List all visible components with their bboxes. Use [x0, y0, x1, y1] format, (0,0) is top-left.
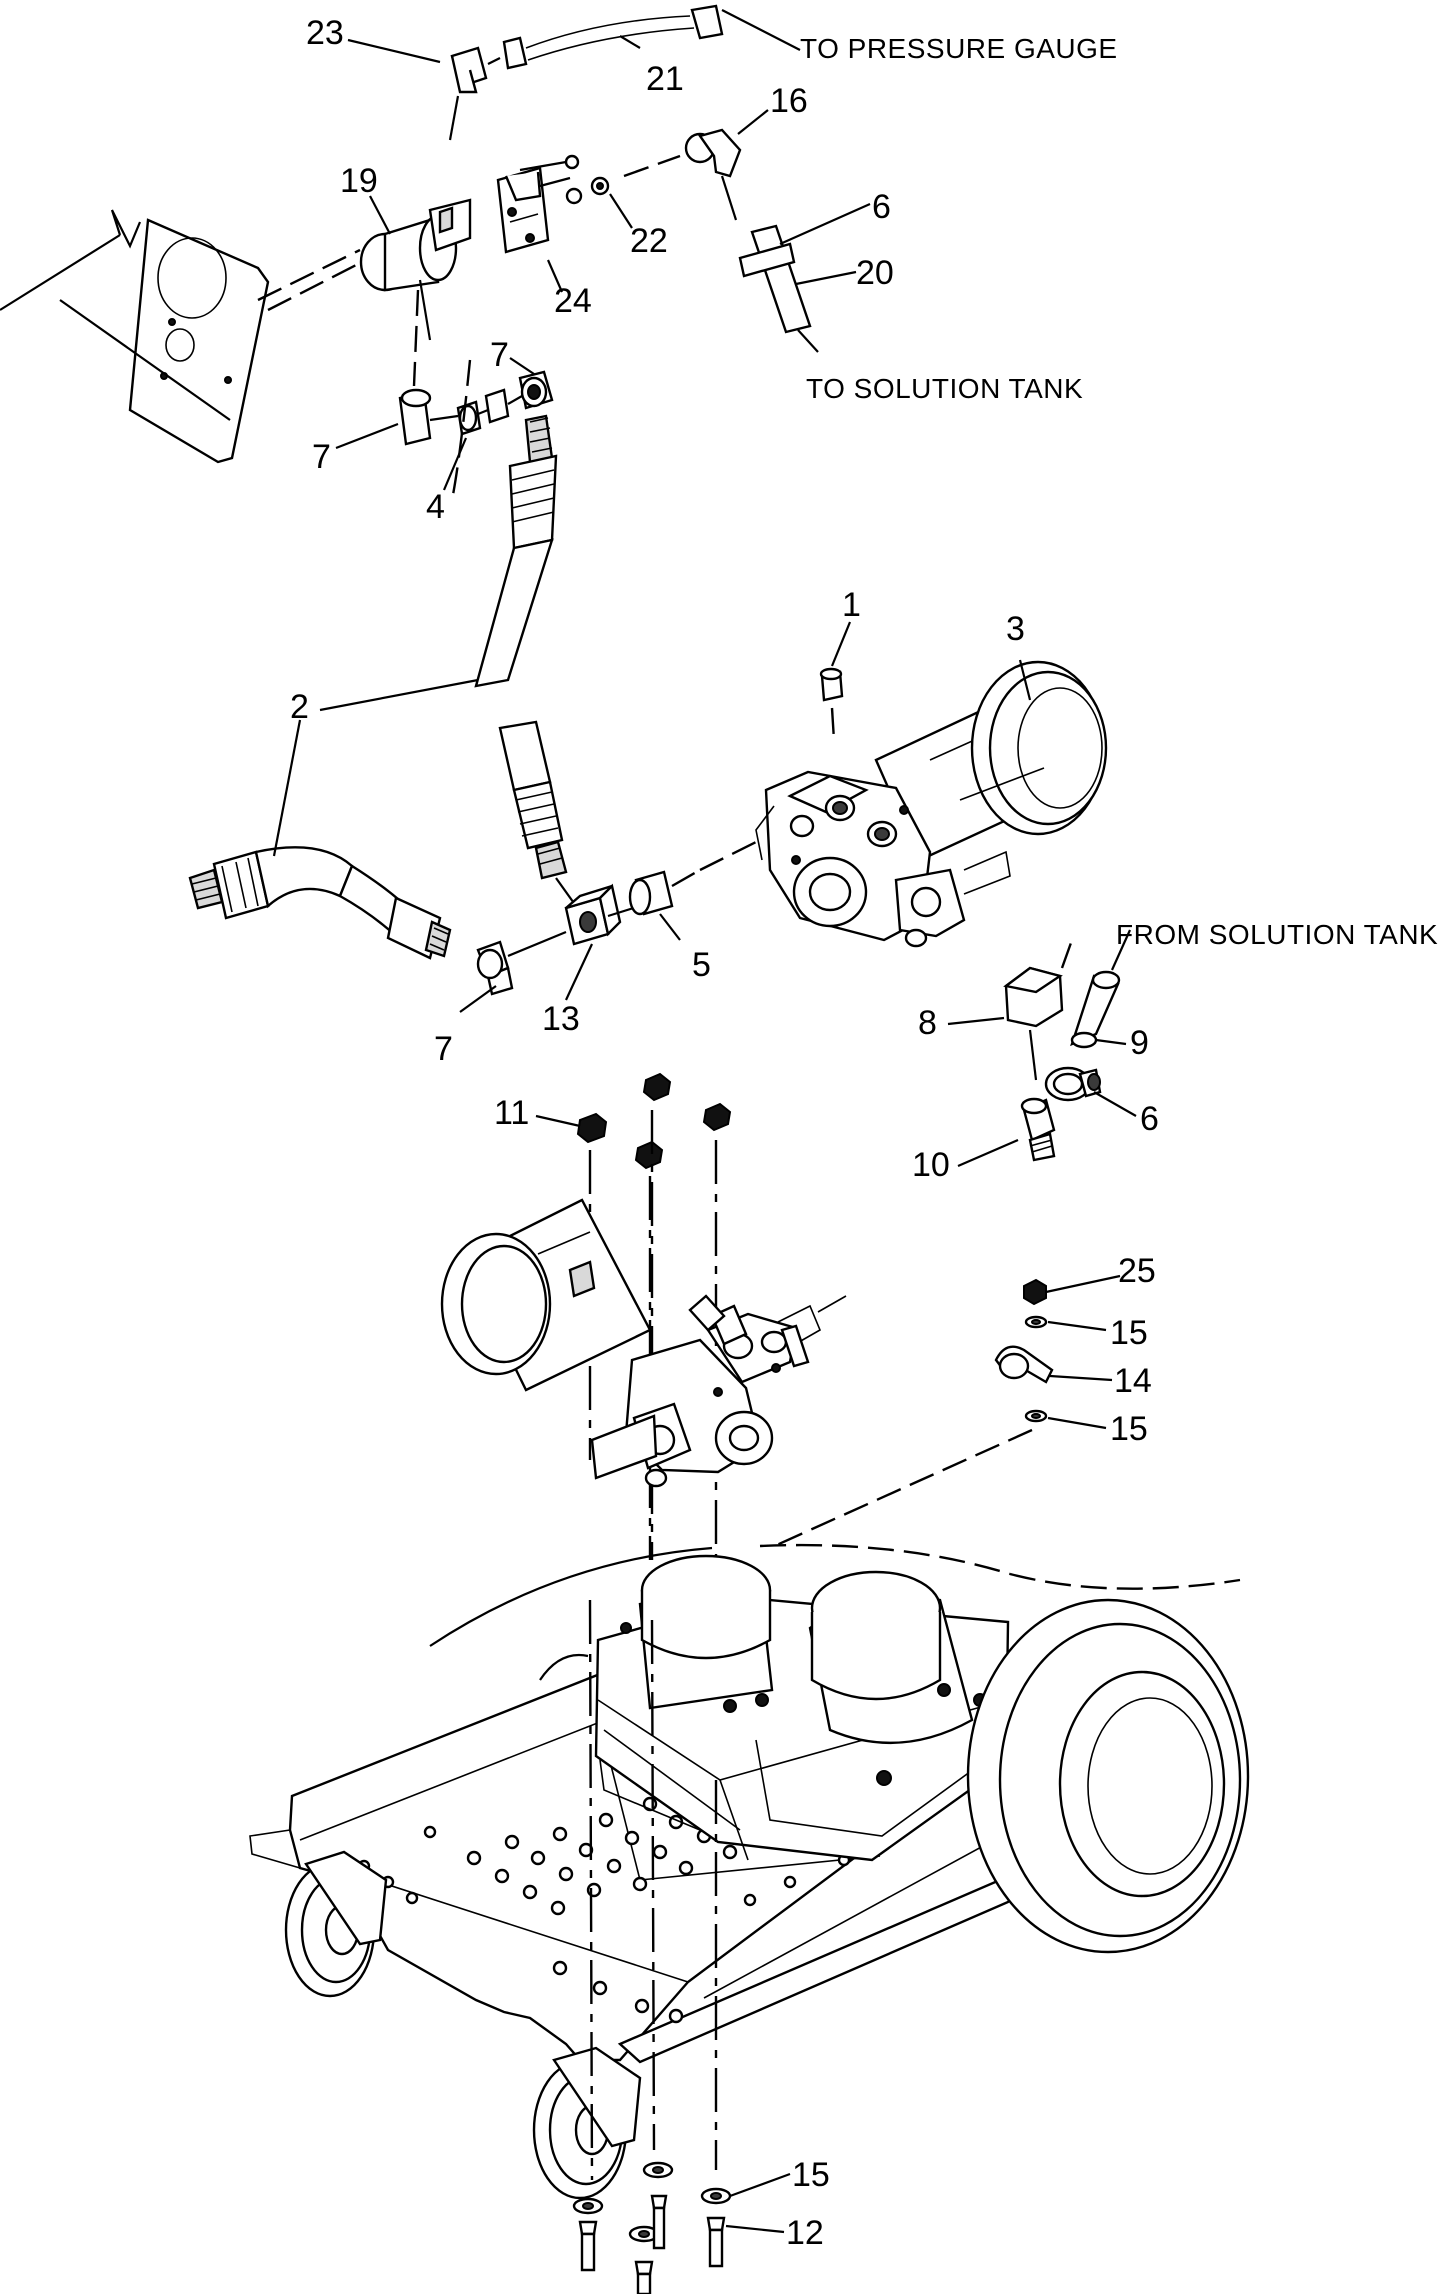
- caster-front-right: [532, 2046, 642, 2200]
- caster-front-left: [284, 1850, 388, 1998]
- callout-23: 23: [306, 14, 344, 52]
- callout-8: 8: [918, 1004, 937, 1042]
- callout-10: 10: [912, 1146, 950, 1184]
- callout-11: 11: [494, 1094, 529, 1132]
- bracket-24: [496, 166, 550, 254]
- callout-9: 9: [1130, 1024, 1149, 1062]
- callout-12: 12: [786, 2214, 824, 2252]
- callout-numbers: 23 21 16 19 6 22 20 24 7 7 4 1 3 2 5 13 …: [290, 14, 1159, 2252]
- note-to-solution-tank: TO SOLUTION TANK: [806, 373, 1083, 404]
- callout-5: 5: [692, 946, 711, 984]
- fittings-group-7-4: [398, 289, 554, 446]
- callout-21: 21: [646, 60, 684, 98]
- callout-19: 19: [340, 162, 378, 200]
- callout-14: 14: [1114, 1362, 1152, 1400]
- adapter-5: [628, 868, 701, 916]
- callout-7-lower: 7: [434, 1030, 453, 1068]
- bottom-bolts-washers: [572, 2161, 732, 2294]
- elbow-fitting-23: [448, 46, 488, 141]
- callout-6-top: 6: [872, 188, 891, 226]
- callout-15-upper: 15: [1110, 1314, 1148, 1352]
- hose-2-lower-vertical: [498, 720, 577, 907]
- clamp-6-middle: [1044, 1066, 1102, 1102]
- elbow-fitting-16: [684, 128, 742, 221]
- vacuum-motors: [539, 1554, 1010, 1862]
- pump-assembly-upper: [755, 660, 1108, 948]
- callout-6-middle: 6: [1140, 1100, 1159, 1138]
- callout-2: 2: [290, 688, 309, 726]
- callout-24: 24: [554, 282, 592, 320]
- callout-4: 4: [426, 488, 445, 526]
- fitting-8: [1003, 939, 1074, 1081]
- hose-21: [487, 4, 724, 70]
- tee-fitting-13: [564, 883, 641, 946]
- callout-13: 13: [542, 1000, 580, 1038]
- hardware-stack-right: [769, 1278, 1054, 1550]
- mounting-plate: [0, 209, 371, 464]
- dashed-leader-lines: [450, 359, 761, 2181]
- elbow-fitting-7-lower: [476, 930, 567, 996]
- notes: TO PRESSURE GAUGE TO SOLUTION TANK FROM …: [800, 33, 1438, 950]
- callout-22: 22: [630, 222, 668, 260]
- callout-7-left: 7: [312, 438, 331, 476]
- callout-3: 3: [1006, 610, 1025, 648]
- callout-20: 20: [856, 254, 894, 292]
- rear-wheel: [966, 1598, 1250, 1954]
- hose-2-lower-left: [188, 846, 452, 960]
- callout-25: 25: [1118, 1252, 1156, 1290]
- hose-9: [1070, 929, 1132, 1049]
- pressure-switch: [359, 198, 472, 341]
- hose-20-with-clamp: [738, 224, 819, 353]
- callout-leaders: [272, 9, 1137, 2234]
- screws-nut-22: [519, 154, 681, 205]
- hose-2-upper: [474, 414, 558, 688]
- callout-15-lower: 15: [792, 2156, 830, 2194]
- pump-assembly-lower: [440, 1198, 847, 1488]
- cap-1: [819, 667, 844, 741]
- note-to-pressure-gauge: TO PRESSURE GAUGE: [800, 33, 1118, 64]
- callout-1: 1: [842, 586, 861, 624]
- note-from-solution-tank: FROM SOLUTION TANK: [1116, 919, 1438, 950]
- callout-7-upper: 7: [490, 336, 509, 374]
- callout-16: 16: [770, 82, 808, 120]
- callout-15-middle: 15: [1110, 1410, 1148, 1448]
- fitting-10: [1020, 1097, 1056, 1162]
